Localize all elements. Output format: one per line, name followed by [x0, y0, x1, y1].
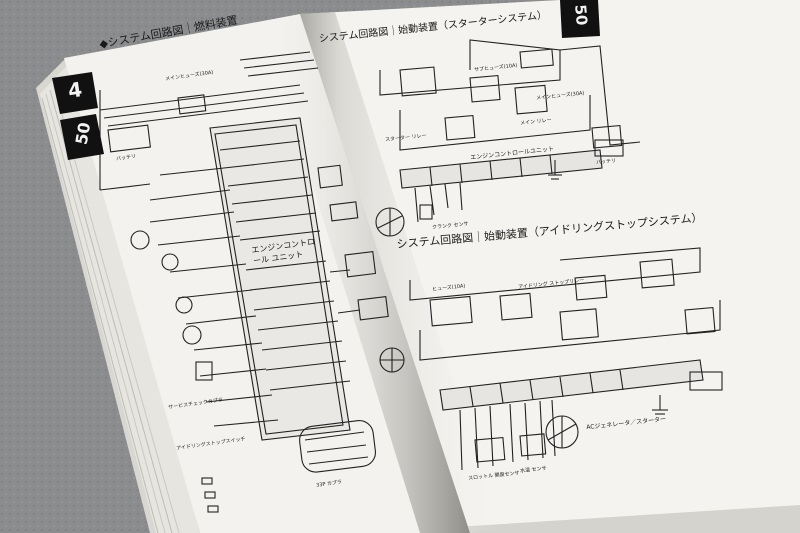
page-stack-edges — [36, 58, 200, 533]
gutter-shadow — [262, 14, 470, 533]
left-wiring-diagram — [99, 51, 405, 513]
right-bottom-wiring-diagram — [409, 247, 723, 471]
tab-50-right — [560, 0, 600, 38]
right-top-wiring-diagram — [375, 39, 641, 237]
tab-50-left — [60, 114, 104, 160]
tab-4 — [52, 72, 98, 114]
right-page — [300, 0, 800, 533]
